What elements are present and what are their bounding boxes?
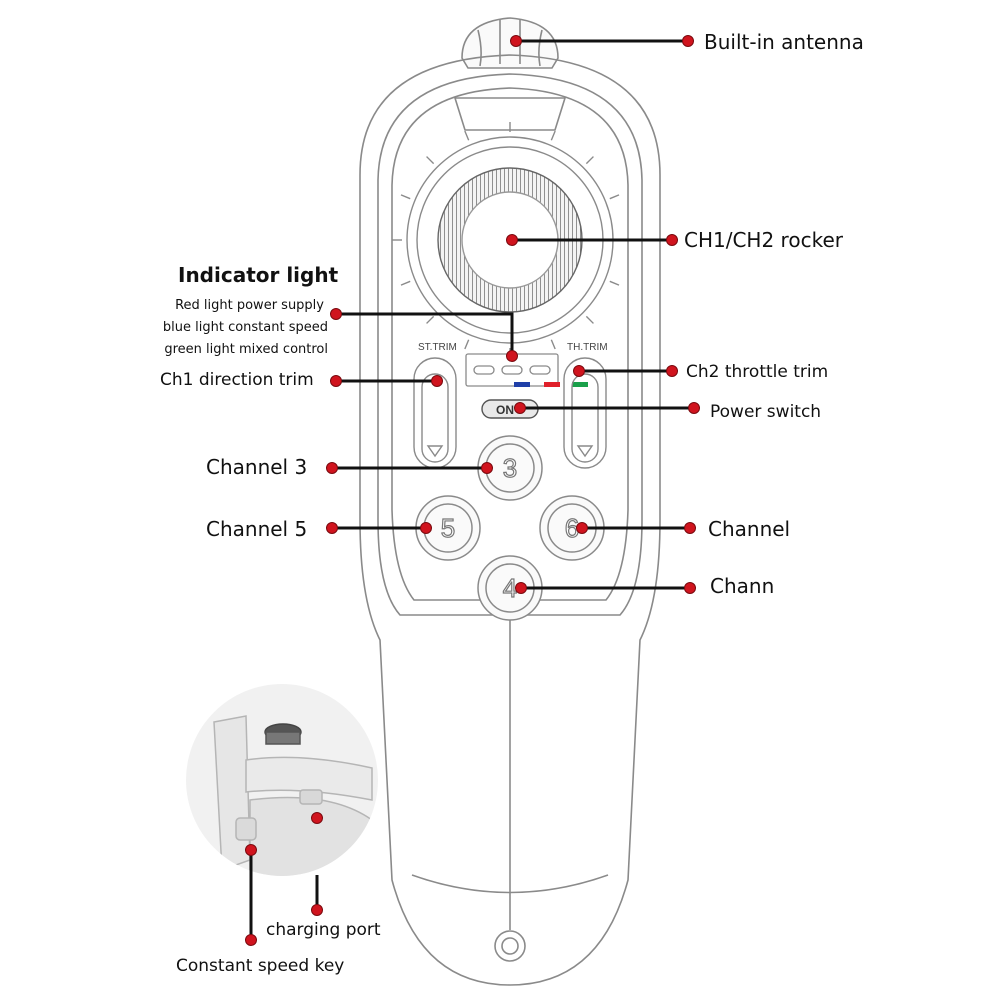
- label-indicator-green: green light mixed control: [164, 342, 328, 357]
- rocker-tick: [550, 130, 556, 141]
- remote-body: [359, 17, 661, 986]
- callout-marker-dot: [245, 844, 257, 856]
- led-color-red: [544, 382, 560, 387]
- leader-lines: [249, 39, 694, 940]
- label-indicator-title: Indicator light: [178, 263, 339, 287]
- rocker-tick: [464, 130, 470, 141]
- callout-marker-dot: [515, 582, 527, 594]
- rocker-tick: [426, 315, 435, 324]
- indicator-led-2: [501, 365, 523, 375]
- rocker-tick: [609, 280, 620, 286]
- label-ch1-ch2-rocker: CH1/CH2 rocker: [684, 228, 843, 252]
- rocker-tick: [585, 156, 594, 165]
- rocker-tick: [550, 339, 556, 350]
- callout-marker-dot: [684, 522, 696, 534]
- ch2-throttle-trim-switch[interactable]: [563, 357, 607, 469]
- led-color-blue: [514, 382, 530, 387]
- label-ch1-direction-trim: Ch1 direction trim: [160, 370, 314, 390]
- indicator-led-3: [529, 365, 551, 375]
- callout-marker-dot: [506, 234, 518, 246]
- led-color-green: [572, 382, 588, 387]
- callout-marker-dot: [326, 522, 338, 534]
- callout-marker-dot: [510, 35, 522, 47]
- label-indicator-red: Red light power supply: [175, 298, 324, 313]
- callout-marker-dot: [245, 934, 257, 946]
- callout-marker-dot: [431, 375, 443, 387]
- label-channel-4: Chann: [710, 574, 775, 598]
- remote-outer-shell: [359, 54, 661, 986]
- label-built-in-antenna: Built-in antenna: [704, 30, 864, 54]
- callout-marker-dot: [576, 522, 588, 534]
- antenna: [461, 17, 559, 69]
- channel-3-number: 3: [503, 453, 517, 483]
- rocker-tick: [400, 280, 411, 286]
- callout-marker-dot: [420, 522, 432, 534]
- rocker-tick: [426, 156, 435, 165]
- callout-marker-dot: [684, 582, 696, 594]
- label-charging-port: charging port: [266, 920, 381, 940]
- rocker-tick: [400, 194, 411, 200]
- callout-marker-dot: [326, 462, 338, 474]
- rocker-tick: [464, 339, 470, 350]
- leader-indicator: [336, 312, 514, 356]
- trim-switches: [413, 357, 607, 469]
- label-constant-speed-key: Constant speed key: [176, 956, 345, 976]
- remote-face: [377, 73, 643, 616]
- callout-marker-dot: [666, 234, 678, 246]
- callout-marker-dot: [682, 35, 694, 47]
- callout-marker-dot: [506, 350, 518, 362]
- callout-marker-dot: [311, 812, 323, 824]
- st-trim-label: ST.TRIM: [418, 342, 457, 353]
- callout-marker-dot: [311, 904, 323, 916]
- label-channel-3: Channel 3: [206, 455, 308, 479]
- channel-5-number: 5: [441, 513, 455, 543]
- power-switch-on-text: ON: [496, 403, 514, 417]
- callout-marker-dot: [573, 365, 585, 377]
- label-power-switch: Power switch: [710, 402, 822, 422]
- callout-marker-dot: [666, 365, 678, 377]
- callout-markers: [245, 35, 700, 946]
- lanyard-hole: [494, 930, 526, 962]
- th-trim-label: TH.TRIM: [567, 342, 608, 353]
- channel-4-number: 4: [503, 573, 517, 603]
- indicator-led-1: [473, 365, 495, 375]
- label-channel-5: Channel 5: [206, 517, 308, 541]
- label-channel-6: Channel: [708, 517, 791, 541]
- inset-detail-view: [186, 684, 378, 876]
- channel-buttons: [415, 435, 605, 621]
- channel-6-number: 6: [565, 513, 579, 543]
- callout-marker-dot: [481, 462, 493, 474]
- callout-marker-dot: [330, 308, 342, 320]
- callout-marker-dot: [330, 375, 342, 387]
- label-ch2-throttle-trim: Ch2 throttle trim: [686, 362, 829, 382]
- label-indicator-blue: blue light constant speed: [162, 320, 328, 335]
- rocker-tick: [609, 194, 620, 200]
- callout-marker-dot: [688, 402, 700, 414]
- rocker-tick: [585, 315, 594, 324]
- callout-marker-dot: [514, 402, 526, 414]
